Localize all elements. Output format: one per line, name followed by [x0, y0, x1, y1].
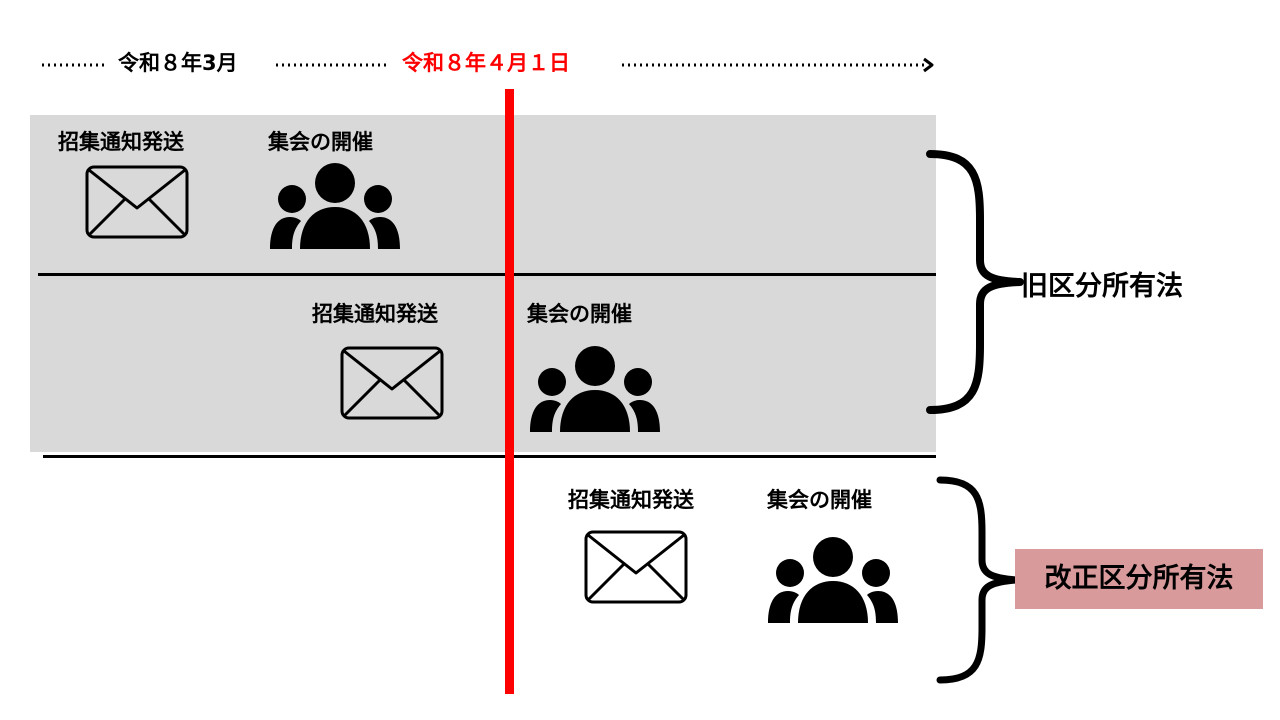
notice-sending-label: 招集通知発送 — [312, 302, 438, 326]
envelope-icon — [584, 530, 688, 604]
old-law-panel — [30, 115, 936, 452]
effective-date-line — [505, 89, 514, 694]
new-law-highlight: 改正区分所有法 — [1015, 549, 1263, 609]
envelope-icon — [85, 165, 189, 239]
timeline-red-date: 令和８年４月１日 — [402, 51, 570, 75]
people-group-icon — [270, 163, 400, 249]
meeting-label: 集会の開催 — [767, 488, 872, 512]
people-group-icon — [768, 537, 898, 623]
timeline-arrow — [42, 57, 934, 73]
meeting-label: 集会の開催 — [268, 130, 373, 154]
new-law-label: 改正区分所有法 — [1044, 563, 1234, 594]
envelope-icon — [340, 346, 444, 420]
timeline-start-label: 令和８年3月 — [118, 51, 238, 75]
meeting-label: 集会の開催 — [527, 302, 632, 326]
row-divider — [43, 455, 936, 458]
people-group-icon — [530, 346, 660, 432]
old-law-label: 旧区分所有法 — [1021, 271, 1183, 302]
notice-sending-label: 招集通知発送 — [568, 488, 694, 512]
row-divider — [38, 273, 936, 276]
old-law-brace — [926, 150, 1024, 414]
notice-sending-label: 招集通知発送 — [58, 130, 184, 154]
